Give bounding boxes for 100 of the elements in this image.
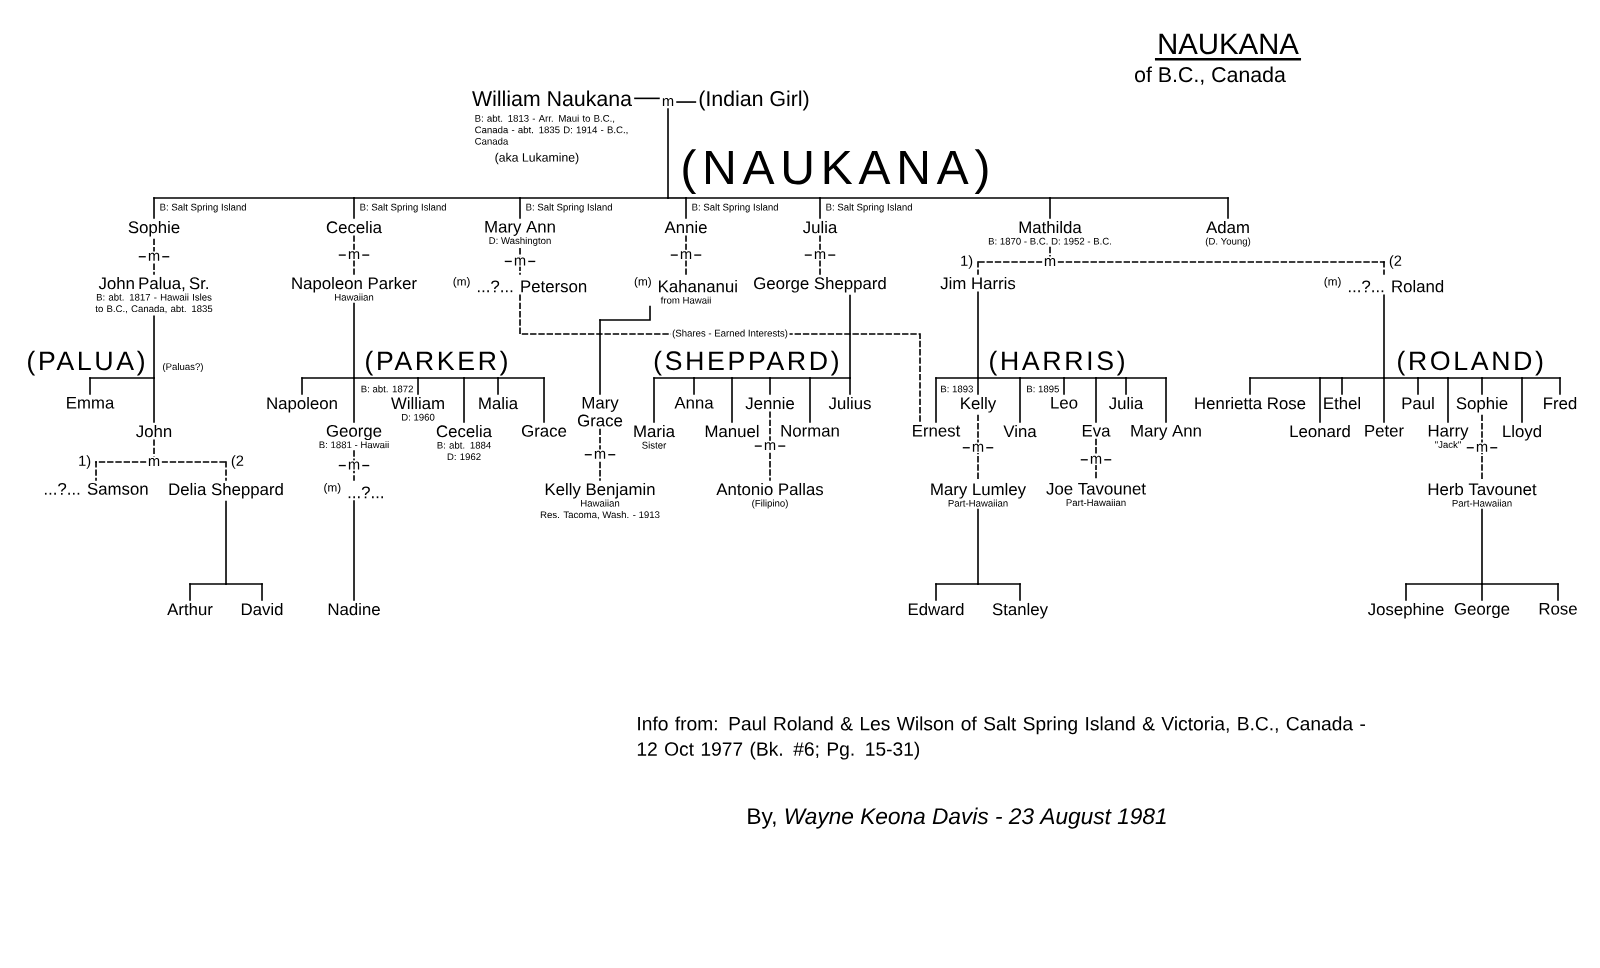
family-line: [977, 583, 1021, 585]
surname-label: (SHEPPARD): [654, 350, 838, 376]
family-line: [849, 294, 851, 379]
family-line: [1319, 377, 1321, 423]
person-name: Ethel: [1324, 396, 1360, 410]
person-name: Nadine: [328, 602, 380, 616]
marriage-line: [769, 411, 771, 481]
family-line: [153, 197, 155, 219]
marriage-line: [676, 101, 697, 103]
family-line: [1383, 377, 1385, 423]
family-line: [685, 197, 687, 219]
family-line: [463, 377, 499, 379]
family-line: [1447, 377, 1483, 379]
family-line: [225, 583, 263, 585]
family-line: [1249, 377, 1251, 395]
family-line: [153, 315, 155, 379]
family-line: [653, 377, 695, 379]
person-name: Paul: [1402, 396, 1434, 410]
family-line: [463, 377, 465, 423]
family-line: [809, 377, 811, 423]
family-line: [497, 377, 499, 395]
person-name: Leonard: [1290, 424, 1350, 438]
family-line: [225, 500, 227, 585]
family-line: [1447, 377, 1449, 423]
family-line: [1125, 377, 1127, 395]
person-name: Vina: [1003, 424, 1037, 438]
marriage-line: [1095, 438, 1097, 481]
person-name: Kelly: [961, 396, 997, 413]
family-line: [1165, 377, 1167, 423]
family-line: [769, 377, 771, 395]
family-line: [89, 377, 155, 379]
family-line: [769, 377, 811, 379]
family-line: [1125, 377, 1167, 379]
family-line: [353, 500, 355, 601]
family-line: [1481, 583, 1559, 585]
family-line: [1521, 377, 1523, 423]
family-line: [353, 302, 355, 379]
family-line: [731, 377, 771, 379]
family-line: [1417, 377, 1419, 395]
person-name: George: [1454, 602, 1510, 619]
person-name: Mary Grace: [577, 396, 623, 427]
family-line: [417, 377, 419, 395]
person-name: Anna: [674, 396, 714, 409]
person-name: ...?... Samson: [44, 482, 148, 495]
family-line: [89, 377, 91, 395]
person-name: Arthur: [167, 602, 213, 616]
family-line: [977, 508, 979, 585]
marriage-line: [1481, 414, 1483, 481]
family-line: [189, 583, 227, 585]
family-line: [353, 377, 419, 379]
source-note: Info from: Paul Roland & Les Wilson of Salt Spring Island & Victoria, B.C., Canada - 12 Oct 1977 (Bk. #6; Pg. 15-31): [637, 716, 1365, 760]
person-name: Cecelia: [326, 220, 383, 234]
family-line: [977, 291, 979, 379]
family-line: [1063, 377, 1097, 379]
marriage-line: [225, 461, 227, 481]
family-line: [1417, 377, 1449, 379]
person-name: Jennie: [745, 396, 794, 410]
family-line: [1063, 377, 1065, 395]
family-line: [935, 583, 979, 585]
surname-label: (HARRIS): [990, 350, 1124, 376]
family-line: [1405, 583, 1483, 585]
marriage-line: [95, 461, 97, 481]
person-name: Sophie: [1456, 396, 1508, 413]
person-name: Josephine: [1367, 602, 1444, 619]
person-name: Stanley: [992, 602, 1048, 619]
family-line: [935, 377, 979, 379]
person-name: Julius: [828, 396, 871, 410]
family-line: [1319, 377, 1343, 379]
family-line: [1341, 377, 1343, 395]
person-name: George Sheppard: [754, 276, 886, 293]
person-name: $^{(m)}$ ...?...: [324, 482, 383, 499]
person-name: Leo: [1051, 396, 1078, 409]
family-line: [599, 305, 651, 321]
person-name: Mary Ann: [1131, 424, 1201, 440]
person-name: $^{(m)}$ ...?... Roland: [1324, 276, 1444, 293]
person-name: Henrietta Rose: [1195, 396, 1306, 410]
person-name: John: [136, 424, 172, 438]
family-line: [543, 377, 545, 423]
marriage-line: [819, 235, 821, 275]
family-line: [1383, 294, 1385, 379]
surname-label: (PARKER): [366, 350, 507, 376]
person-name: Fred: [1544, 396, 1577, 410]
family-line: [1481, 377, 1483, 395]
marriage-line: [1383, 261, 1385, 275]
family-line: [1481, 377, 1523, 379]
family-line: [1019, 377, 1021, 423]
family-line: [1095, 377, 1097, 423]
person-name: Rose: [1539, 602, 1577, 615]
person-name: Peter: [1365, 424, 1404, 437]
person-name: Ernest: [913, 424, 961, 437]
family-line: [497, 377, 545, 379]
family-line: [819, 197, 821, 219]
person-name: $^{(m)}$ ...?... Peterson: [453, 276, 587, 293]
family-line: [1019, 377, 1065, 379]
person-name: Grace: [521, 424, 567, 437]
family-line: [417, 377, 465, 379]
family-line: [301, 377, 303, 395]
family-line: [819, 197, 1051, 199]
person-name: Manuel: [705, 424, 759, 438]
family-line: [1019, 583, 1021, 601]
